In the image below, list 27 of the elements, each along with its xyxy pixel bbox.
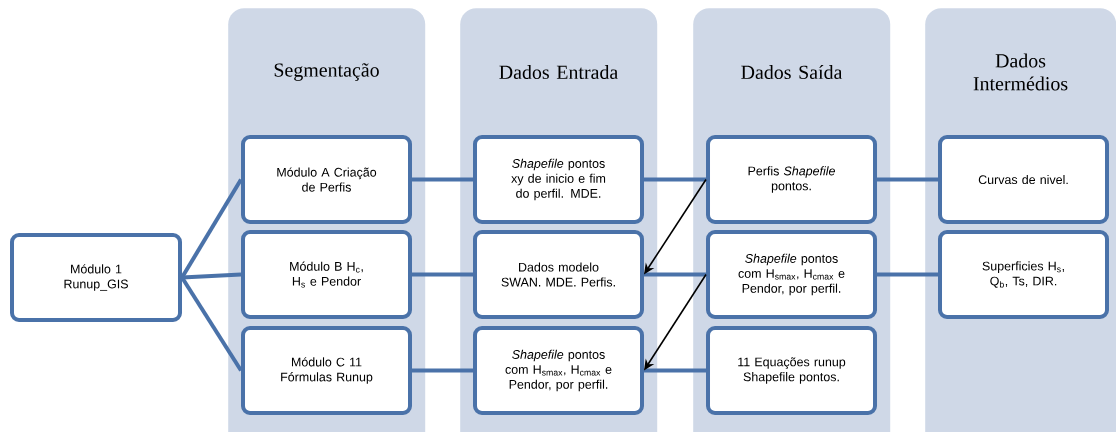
- connector-line: [877, 272, 938, 277]
- process-box: Superficies H$_{s}$, Q$_{b}$, Ts, DIR.: [938, 230, 1109, 319]
- connector-line: [412, 177, 473, 182]
- process-box: Shapefile pontos com H$_{smax}$, H$_{cmax}$ e Pendor, por perfil.: [706, 230, 877, 319]
- process-box: Módulo 1 Runup_GIS: [10, 233, 182, 322]
- connector-line: [181, 272, 242, 280]
- column-heading: Dados Intermédios: [973, 53, 1068, 91]
- process-box: Módulo C 11 Fórmulas Runup: [241, 326, 412, 415]
- connector-line: [644, 368, 706, 373]
- process-box: Shapefile pontos com H$_{smax}$, H$_{cmax}$ e Pendor, por perfil.: [473, 326, 644, 415]
- connector-line: [180, 276, 243, 372]
- process-box: Curvas de nivel.: [938, 135, 1109, 224]
- process-box: Módulo B H$_{c}$, H$_{s}$ e Pendor: [241, 230, 412, 319]
- column-heading: Dados Entrada: [499, 65, 618, 79]
- connector-line: [180, 178, 243, 279]
- connector-line: [412, 272, 473, 277]
- connector-line: [412, 368, 473, 373]
- connector-line: [877, 177, 938, 182]
- connector-line: [644, 177, 706, 182]
- process-box: Shapefile pontos xy de inicio e fim do perfil. MDE.: [473, 135, 644, 224]
- process-box: Módulo A Criação de Perfis: [241, 135, 412, 224]
- connector-line: [644, 272, 706, 277]
- column-heading: Segmentação: [274, 63, 379, 81]
- process-box: Dados modelo SWAN. MDE. Perfis.: [473, 230, 644, 319]
- column-heading: Dados Saída: [741, 65, 843, 79]
- process-box: Perfis Shapefile pontos.: [706, 135, 877, 224]
- process-box: 11 Equações runup Shapefile pontos.: [706, 326, 877, 415]
